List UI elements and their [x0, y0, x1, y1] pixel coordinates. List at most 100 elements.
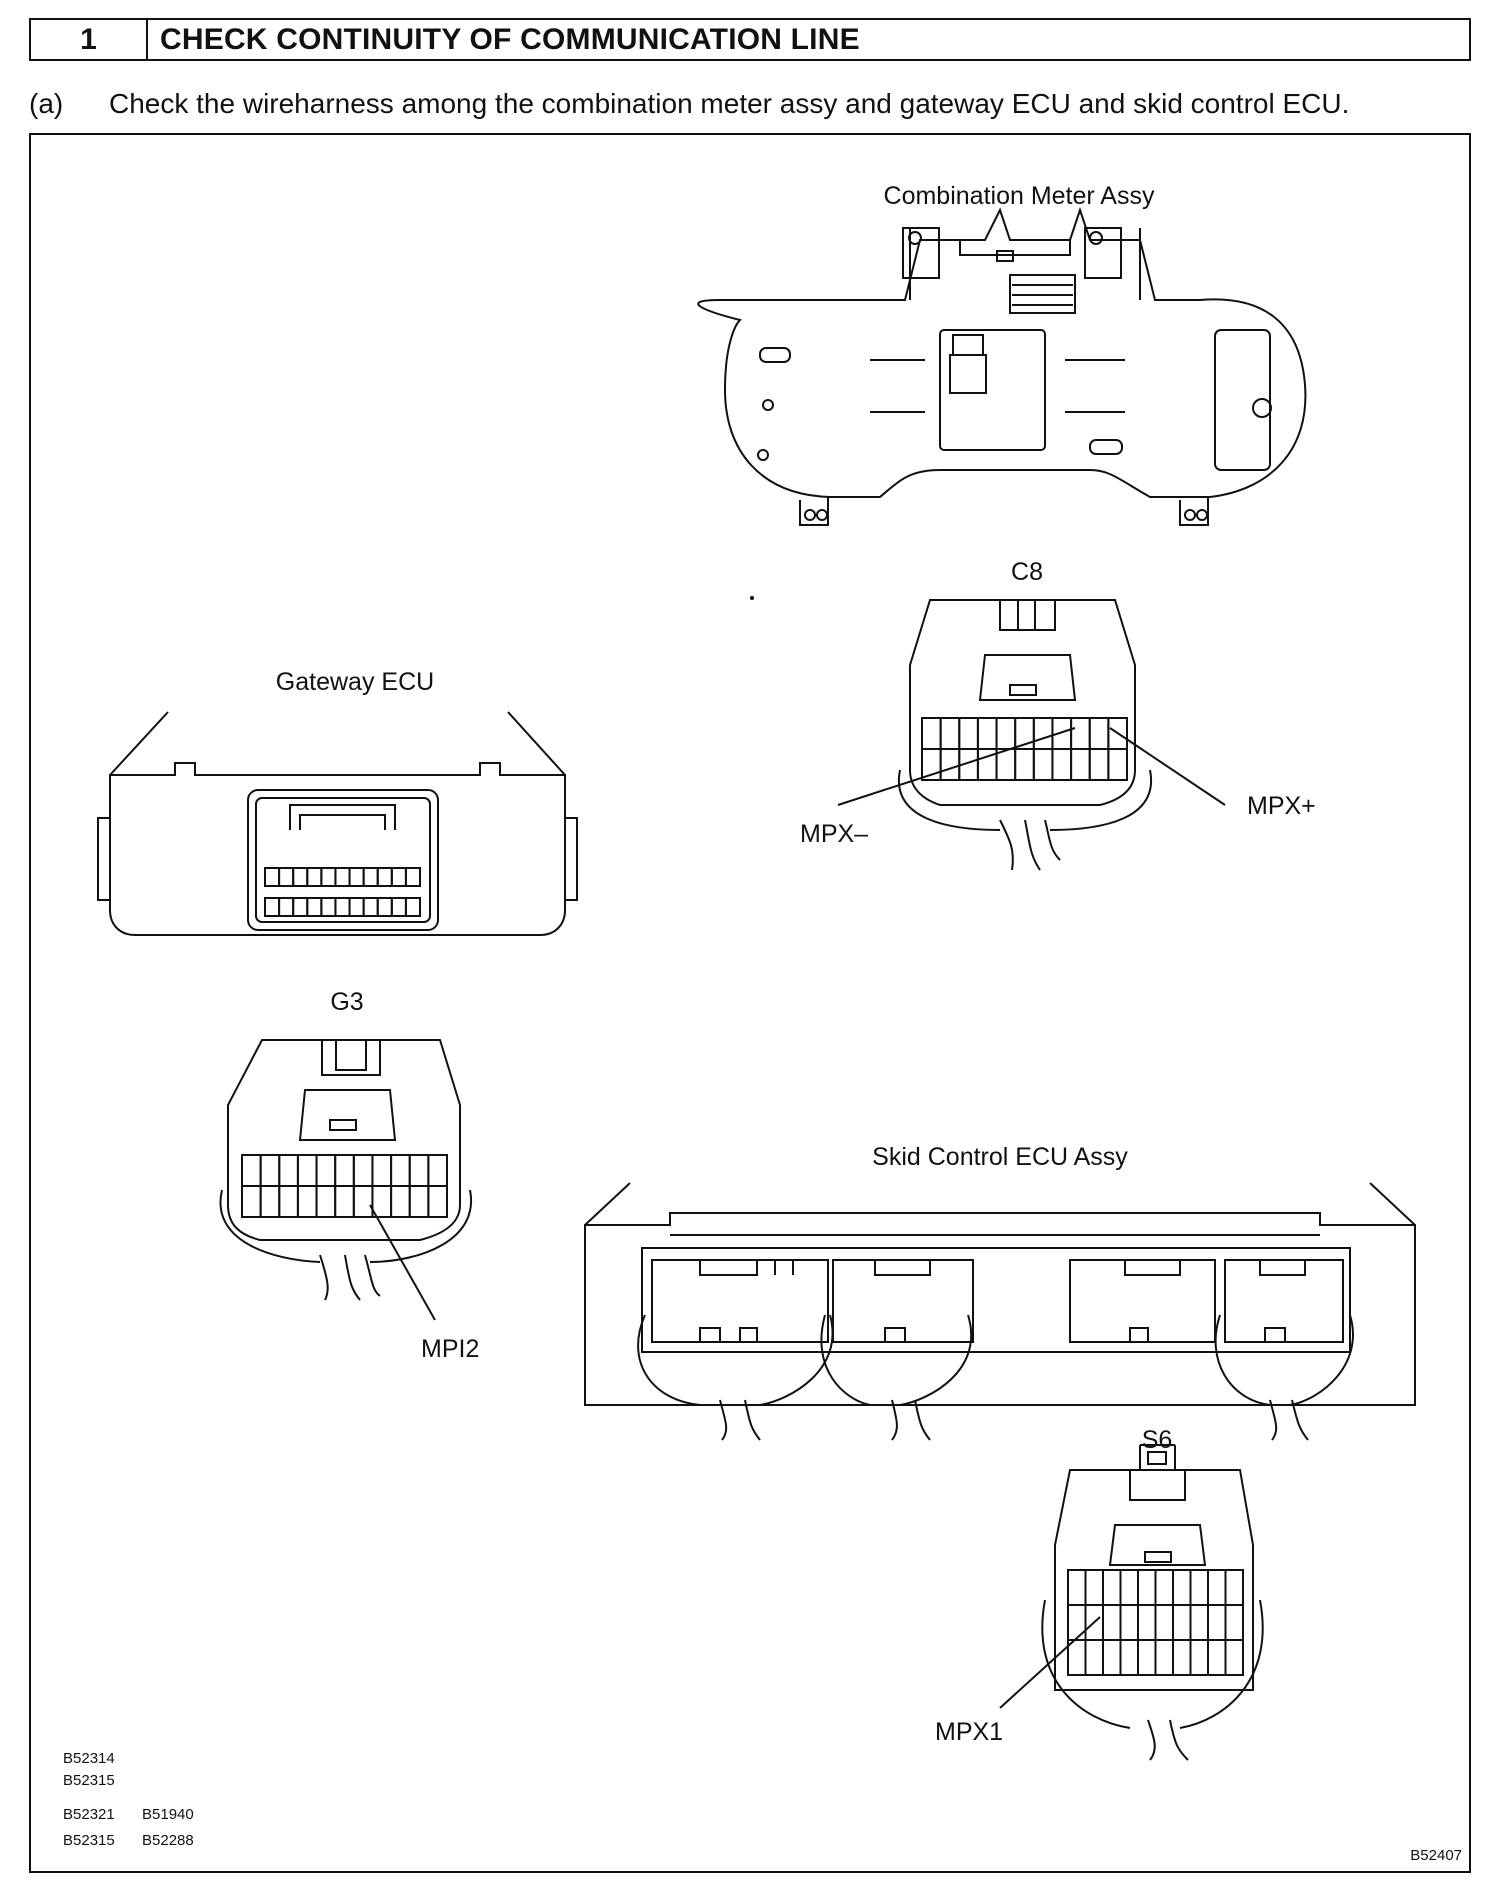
mpi2-label: MPI2 — [421, 1335, 479, 1363]
terminal-cell — [306, 867, 323, 887]
terminal-cell — [334, 897, 351, 917]
terminal-cell — [296, 1185, 318, 1218]
terminal-cell — [1070, 748, 1091, 781]
terminal-cell — [320, 897, 337, 917]
terminal-cell — [404, 867, 421, 887]
terminal-cell — [1207, 1604, 1227, 1641]
terminal-cell — [1189, 1569, 1209, 1606]
terminal-cell — [264, 897, 281, 917]
terminal-cell — [292, 867, 309, 887]
terminal-cell — [334, 1154, 355, 1187]
terminal-cell — [1154, 1604, 1174, 1641]
terminal-cell — [278, 1185, 299, 1218]
terminal-cell — [1172, 1604, 1192, 1641]
combination-meter-label: Combination Meter Assy — [884, 182, 1155, 210]
s6-callout-line — [999, 1616, 1101, 1709]
terminal-cell — [315, 1185, 337, 1218]
terminal-cell — [278, 867, 295, 887]
terminal-cell — [390, 1154, 411, 1187]
terminal-cell — [315, 1154, 337, 1187]
terminal-cell — [278, 897, 295, 917]
instruction-text: Check the wireharness among the combinat… — [109, 88, 1350, 119]
ref-code: B52314 — [63, 1750, 115, 1767]
ref-code: B52288 — [142, 1832, 194, 1849]
connector-s6-label: S6 — [1142, 1426, 1173, 1454]
terminal-cell — [390, 897, 407, 917]
terminal-cell — [1067, 1604, 1087, 1641]
terminal-cell — [241, 1185, 262, 1218]
terminal-cell — [1172, 1639, 1192, 1676]
diagram-frame — [29, 133, 1471, 1873]
terminal-cell — [362, 867, 379, 887]
terminal-cell — [1051, 748, 1073, 781]
ref-code: B52315 — [63, 1832, 115, 1849]
terminal-cell — [1189, 1639, 1209, 1676]
terminal-cell — [259, 1154, 281, 1187]
terminal-cell — [1172, 1569, 1192, 1606]
terminal-cell — [1189, 1604, 1209, 1641]
terminal-cell — [278, 1154, 299, 1187]
terminal-cell — [292, 897, 309, 917]
terminal-cell — [408, 1154, 430, 1187]
terminal-cell — [1032, 748, 1054, 781]
terminal-cell — [408, 1185, 430, 1218]
mpx-minus-label: MPX– — [800, 820, 868, 848]
terminal-cell — [1102, 1604, 1122, 1641]
terminal-cell — [1154, 1569, 1174, 1606]
terminal-cell — [371, 1154, 393, 1187]
terminal-cell — [427, 1154, 449, 1187]
c8-callout-lines — [837, 727, 1226, 806]
combination-meter-assy — [697, 206, 1307, 526]
terminal-cell — [1119, 1639, 1139, 1676]
figure-id: B52407 — [1410, 1847, 1462, 1864]
connector-c8 — [897, 599, 1153, 871]
terminal-cell — [348, 897, 365, 917]
mpx-plus-label: MPX+ — [1247, 792, 1316, 820]
terminal-cell — [362, 897, 379, 917]
terminal-cell — [1207, 1639, 1227, 1676]
terminal-cell — [1102, 1569, 1122, 1606]
terminal-cell — [1137, 1604, 1157, 1641]
mpx1-label: MPX1 — [935, 1718, 1003, 1746]
terminal-cell — [390, 867, 407, 887]
terminal-cell — [352, 1154, 374, 1187]
terminal-cell — [1088, 717, 1110, 750]
terminal-cell — [296, 1154, 318, 1187]
step-title: CHECK CONTINUITY OF COMMUNICATION LINE — [160, 22, 860, 56]
terminal-cell — [1084, 1639, 1104, 1676]
terminal-cell — [1119, 1569, 1139, 1606]
terminal-cell — [427, 1185, 449, 1218]
terminal-cell — [320, 867, 337, 887]
step-header: 1 CHECK CONTINUITY OF COMMUNICATION LINE — [29, 18, 1471, 61]
terminal-cell — [1137, 1569, 1157, 1606]
terminal-cell — [1154, 1639, 1174, 1676]
skid-control-ecu-label: Skid Control ECU Assy — [872, 1143, 1128, 1171]
terminal-cell — [1224, 1604, 1244, 1641]
connector-g3-label: G3 — [330, 988, 363, 1016]
terminal-cell — [1070, 717, 1091, 750]
terminal-cell — [376, 897, 393, 917]
terminal-cell — [939, 717, 961, 750]
terminal-cell — [995, 717, 1017, 750]
terminal-cell — [976, 717, 998, 750]
terminal-cell — [334, 1185, 355, 1218]
terminal-cell — [352, 1185, 374, 1218]
terminal-cell — [241, 1154, 262, 1187]
step-number: 1 — [31, 20, 148, 59]
terminal-cell — [390, 1185, 411, 1218]
terminal-cell — [376, 867, 393, 887]
terminal-cell — [306, 897, 323, 917]
ref-code: B51940 — [142, 1806, 194, 1823]
terminal-cell — [404, 897, 421, 917]
instruction: (a) Check the wireharness among the comb… — [29, 88, 1349, 120]
terminal-cell — [264, 867, 281, 887]
terminal-cell — [939, 748, 961, 781]
terminal-cell — [1014, 748, 1035, 781]
terminal-cell — [958, 717, 979, 750]
terminal-cell — [259, 1185, 281, 1218]
terminal-cell — [1224, 1569, 1244, 1606]
terminal-cell — [1224, 1639, 1244, 1676]
terminal-cell — [1032, 717, 1054, 750]
terminal-cell — [921, 717, 942, 750]
